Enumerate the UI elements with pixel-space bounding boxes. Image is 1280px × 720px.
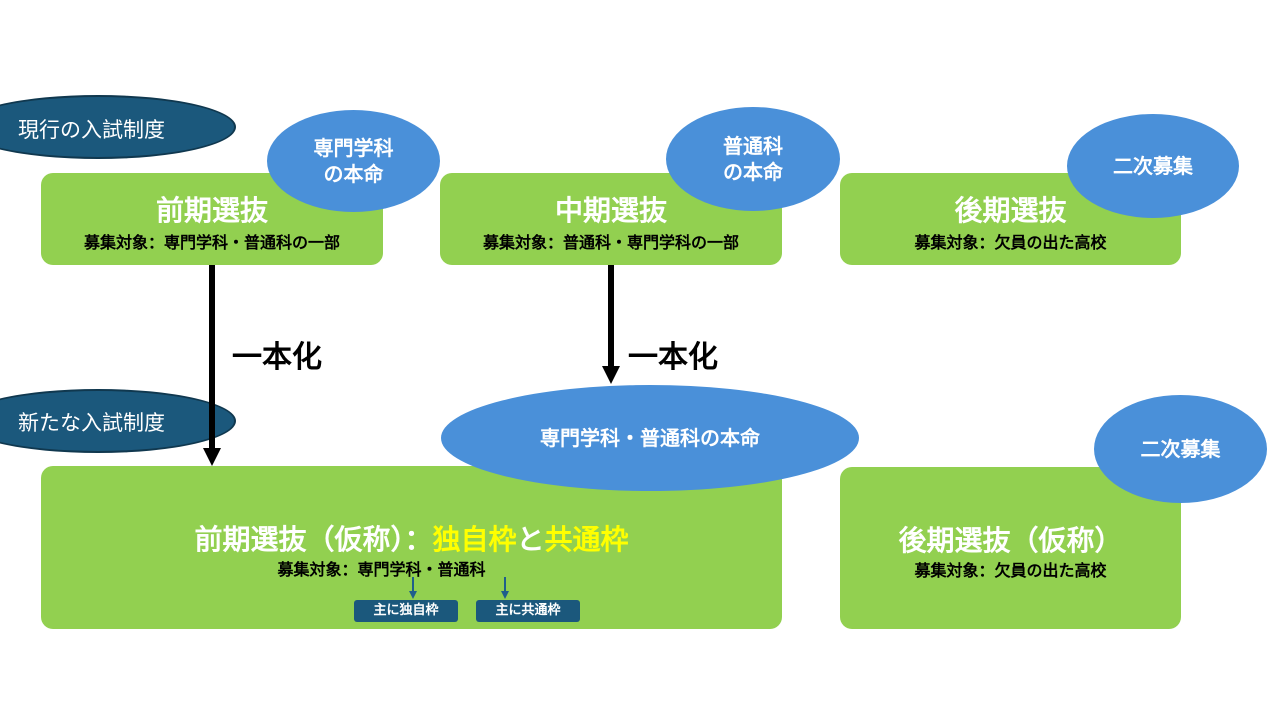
new-early-target: 募集対象：専門学科・普通科 — [277, 560, 486, 579]
common-quota-pill: 主に共通枠 — [476, 600, 580, 622]
new-early-title-prefix: 前期選抜（仮称）： — [194, 523, 433, 556]
new-late-selection-box: 後期選抜（仮称） 募集対象：欠員の出た高校 — [840, 467, 1181, 629]
new-late-title: 後期選抜（仮称） — [898, 524, 1123, 557]
right-merge-label: 一本化 — [628, 340, 718, 375]
specialized-favorite-badge: 専門学科 の本命 — [267, 110, 440, 212]
general-favorite-badge: 普通科 の本命 — [666, 107, 840, 211]
second-recruitment-badge-new: 二次募集 — [1094, 395, 1267, 503]
new-early-title: 前期選抜（仮称）：独自枠と共通枠 — [41, 518, 782, 558]
new-early-title-own-quota: 独自枠 — [432, 523, 517, 556]
current-middle-title: 中期選抜 — [554, 194, 667, 227]
current-early-target: 募集対象：専門学科・普通科の一部 — [83, 233, 340, 252]
current-late-title: 後期選抜 — [954, 194, 1067, 227]
general-mini-arrow-head — [501, 591, 509, 599]
specialized-mini-arrow-shaft — [412, 577, 414, 592]
new-late-target: 募集対象：欠員の出た高校 — [914, 561, 1107, 580]
current-system-label: 現行の入試制度 — [18, 118, 165, 142]
left-merge-arrow-shaft-over-tag — [209, 385, 215, 449]
left-merge-label: 一本化 — [232, 340, 322, 375]
current-early-title: 前期選抜 — [155, 194, 268, 227]
second-recruitment-badge-current: 二次募集 — [1067, 114, 1239, 218]
specialized-mini-arrow-head — [409, 591, 417, 599]
right-merge-arrow-shaft — [608, 265, 614, 367]
own-quota-pill: 主に独自枠 — [354, 600, 458, 622]
current-late-target: 募集対象：欠員の出た高校 — [914, 233, 1107, 252]
new-early-title-and: と — [516, 523, 545, 556]
new-system-tag — [0, 389, 236, 453]
right-merge-arrow-head — [602, 366, 620, 384]
current-middle-target: 募集対象：普通科・専門学科の一部 — [482, 233, 739, 252]
general-mini-arrow-shaft — [504, 577, 506, 592]
current-system-tag — [0, 95, 236, 159]
left-merge-arrow-head — [203, 448, 221, 466]
new-early-title-common-quota: 共通枠 — [544, 523, 629, 556]
combined-favorite-badge: 専門学科・普通科の本命 — [441, 385, 859, 491]
new-system-label: 新たな入試制度 — [18, 411, 165, 435]
left-merge-arrow-shaft — [209, 265, 215, 448]
